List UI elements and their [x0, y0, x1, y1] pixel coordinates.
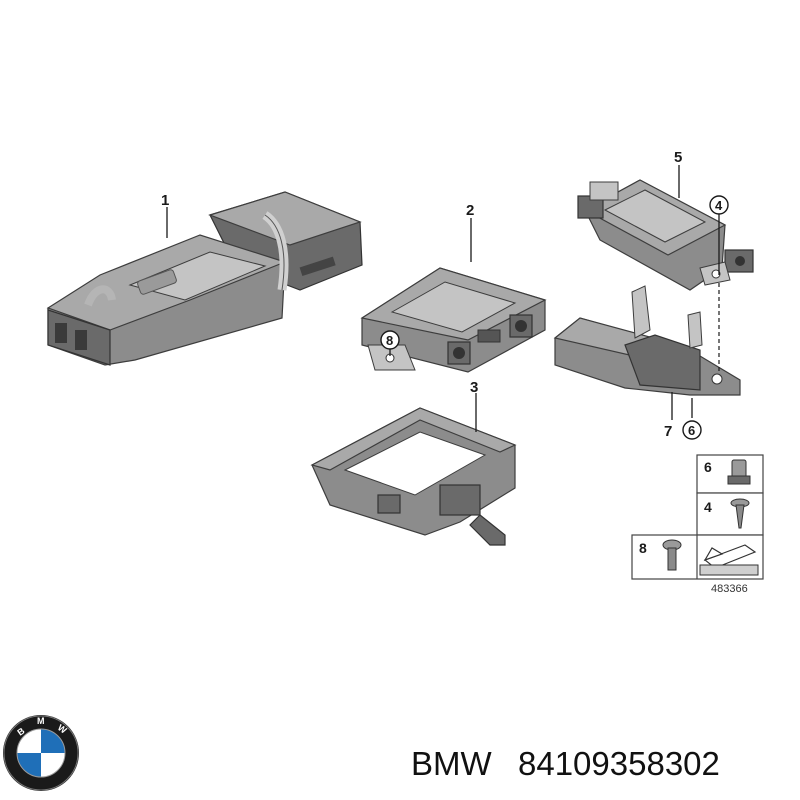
bmw-logo: B M W [3, 715, 79, 791]
callout-6: 6 [688, 423, 695, 438]
callouts: 1 2 3 5 7 4 6 8 [161, 149, 729, 440]
callout-4: 4 [715, 198, 723, 213]
svg-text:M: M [37, 716, 45, 726]
callout-3: 3 [470, 379, 478, 396]
direction-arrow-icon [699, 544, 759, 576]
torx-screw-icon [662, 539, 682, 571]
part-number: 84109358302 [518, 745, 720, 782]
legend-item-8: 8 [639, 540, 647, 556]
legend-item-4: 4 [704, 499, 712, 515]
brand-name: BMW [411, 745, 493, 782]
callout-5: 5 [674, 149, 682, 166]
part-7-mount [553, 285, 741, 396]
callout-8-circle [380, 330, 400, 350]
callout-2: 2 [466, 202, 474, 219]
callout-1: 1 [161, 192, 169, 209]
part-3-bracket [310, 407, 517, 546]
legend-item-6: 6 [704, 459, 712, 475]
part-2-control-module [360, 267, 547, 373]
callout-4-circle [709, 195, 729, 215]
callout-7: 7 [664, 423, 672, 440]
clip-nut-icon [727, 459, 751, 485]
callout-8: 8 [386, 333, 393, 348]
fastener-legend: 6 4 8 483366 [631, 454, 764, 595]
leader-lines [166, 165, 720, 432]
svg-text:B: B [15, 725, 26, 737]
part-5-antenna-module [577, 179, 754, 291]
callout-6-circle [682, 420, 702, 440]
diagram-number: 483366 [711, 583, 748, 595]
legend-box-6 [696, 454, 764, 494]
legend-box-4 [696, 492, 764, 536]
screw-icon [730, 498, 750, 529]
part-1-charging-cradle [46, 191, 363, 366]
